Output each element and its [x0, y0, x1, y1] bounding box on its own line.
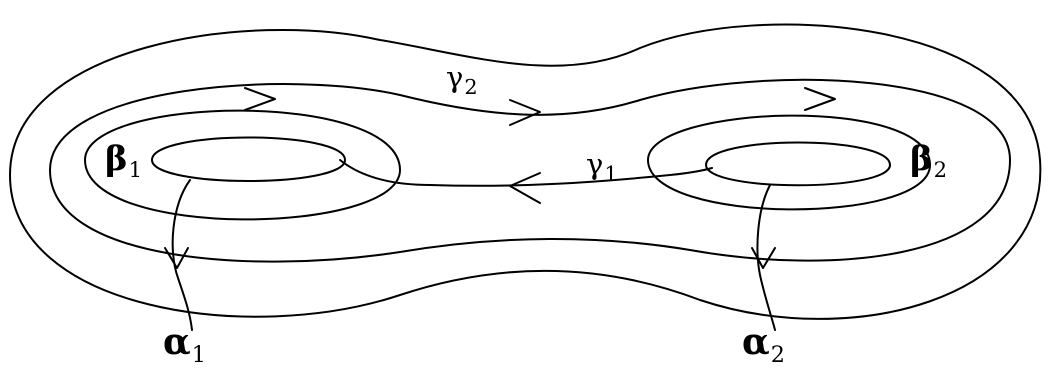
alpha1-symbol: α	[163, 321, 191, 363]
alpha1-arrowhead	[164, 247, 189, 269]
alpha2-curve	[756, 184, 776, 331]
gamma2-arrowhead	[509, 99, 541, 126]
outer-surface-boundary	[9, 23, 1042, 320]
gamma1-arrowhead	[509, 172, 541, 204]
gamma1-label: γ1	[586, 147, 618, 185]
gamma1-index: 1	[604, 162, 618, 187]
left-hole	[151, 136, 346, 182]
beta1-index: 1	[128, 157, 142, 183]
alpha2-symbol: α	[742, 321, 770, 363]
alpha1-label: α1	[163, 321, 206, 366]
beta2-symbol: β	[910, 139, 933, 179]
beta2-arrowhead	[804, 87, 836, 111]
alpha2-label: α2	[742, 321, 785, 366]
alpha1-curve	[171, 179, 193, 331]
beta2-index: 2	[933, 157, 947, 183]
gamma2-curve	[49, 78, 1011, 263]
beta1-curve	[84, 109, 401, 221]
gamma2-index: 2	[464, 75, 478, 100]
beta2-curve	[647, 114, 931, 211]
beta1-label: β1	[105, 139, 142, 180]
beta1-symbol: β	[105, 139, 128, 179]
right-hole	[705, 141, 891, 187]
gamma1-curve	[339, 159, 713, 187]
gamma2-symbol: γ	[446, 60, 464, 94]
beta1-arrowhead	[244, 87, 276, 111]
beta2-label: β2	[910, 139, 947, 180]
alpha2-arrowhead	[751, 247, 776, 269]
alpha1-index: 1	[191, 341, 206, 368]
gamma2-label: γ2	[446, 60, 478, 98]
alpha2-index: 2	[770, 341, 785, 368]
gamma1-symbol: γ	[586, 147, 604, 181]
